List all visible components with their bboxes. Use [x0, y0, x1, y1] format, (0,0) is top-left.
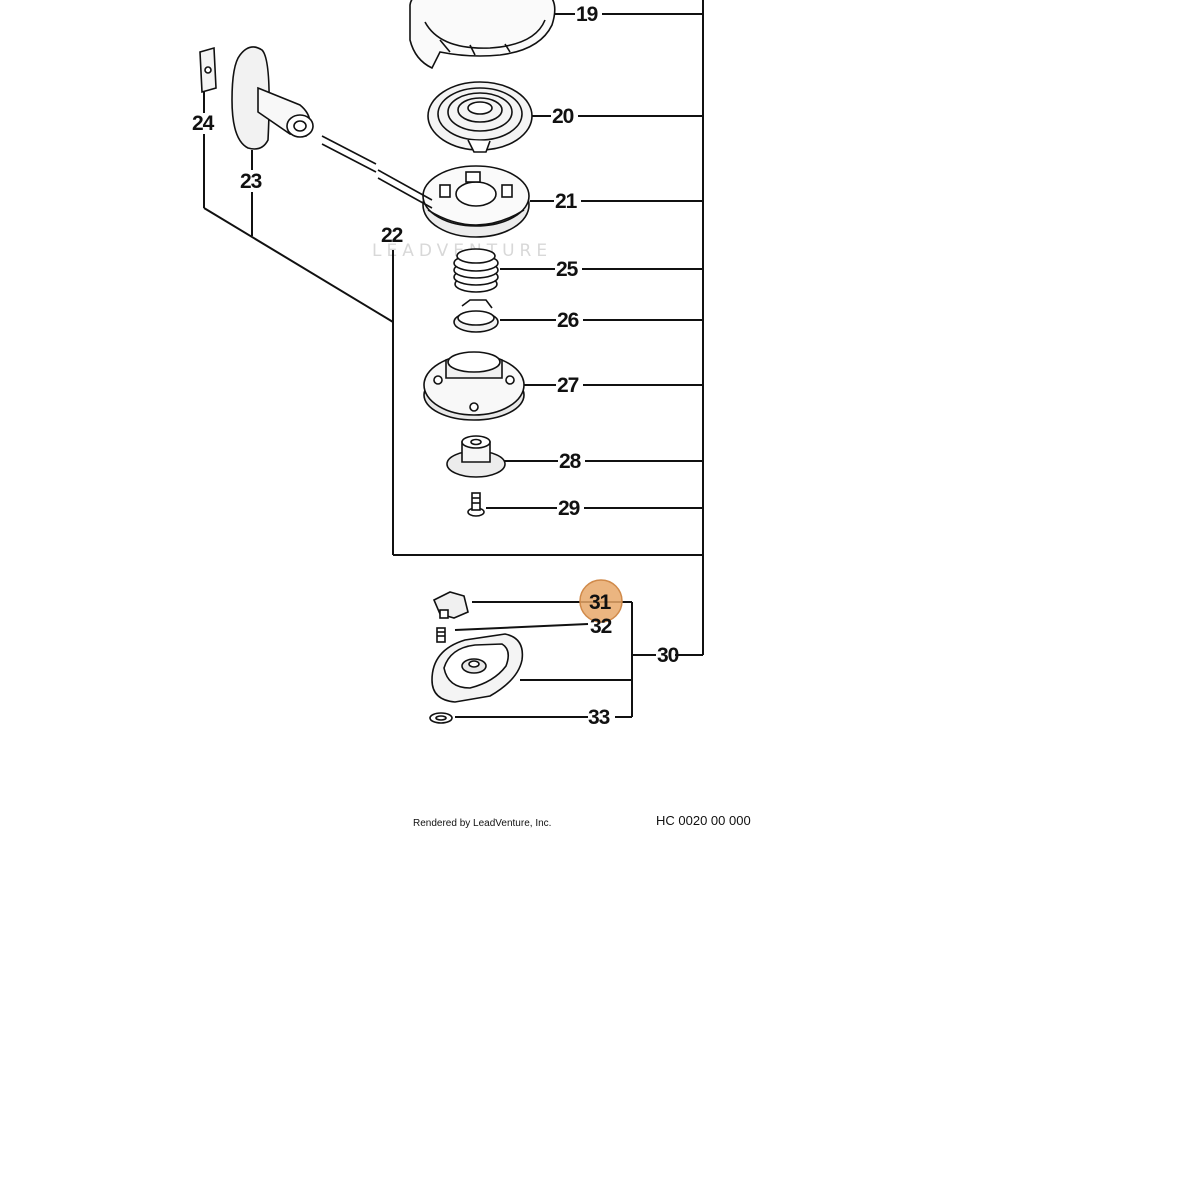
label-part-23[interactable]: 23 [240, 170, 263, 193]
label-part-32[interactable]: 32 [590, 615, 613, 638]
part-19-cover [409, 0, 556, 70]
part-25-spring [453, 248, 499, 293]
label-part-19[interactable]: 19 [576, 3, 599, 26]
label-part-24[interactable]: 24 [192, 112, 216, 135]
part-29-screw [467, 492, 485, 517]
label-part-31[interactable]: 31 [589, 591, 613, 614]
part-23-handle [231, 46, 314, 150]
part-21-pulley [422, 165, 530, 238]
bracket-22 [203, 92, 394, 555]
part-32-pin [436, 627, 446, 643]
label-part-30[interactable]: 30 [657, 644, 680, 667]
watermark-text: LEADVENTURE [372, 241, 552, 261]
label-part-28[interactable]: 28 [559, 450, 583, 473]
part-20-spring [427, 81, 533, 153]
label-part-25[interactable]: 25 [556, 258, 580, 281]
label-part-26[interactable]: 26 [557, 309, 580, 332]
label-part-21[interactable]: 21 [555, 190, 579, 213]
part-33-washer [429, 712, 453, 724]
footer-code: HC 0020 00 000 [656, 813, 751, 828]
part-28-drum [446, 435, 506, 478]
leader-lines [454, 13, 703, 718]
label-part-22[interactable]: 22 [381, 224, 404, 247]
part-22-rope [321, 135, 433, 209]
bracket-30 [393, 0, 704, 656]
part-24-tag [199, 46, 217, 94]
footer-credit: Rendered by LeadVenture, Inc. [413, 818, 551, 829]
part-30-cover [431, 633, 524, 703]
label-part-27[interactable]: 27 [557, 374, 580, 397]
label-part-29[interactable]: 29 [558, 497, 581, 520]
label-part-20[interactable]: 20 [552, 105, 575, 128]
label-part-33[interactable]: 33 [588, 706, 611, 729]
part-26-ratchet [453, 299, 499, 333]
highlight-marker[interactable] [579, 579, 623, 623]
part-27-housing [423, 351, 525, 421]
part-31-knob [432, 591, 469, 619]
